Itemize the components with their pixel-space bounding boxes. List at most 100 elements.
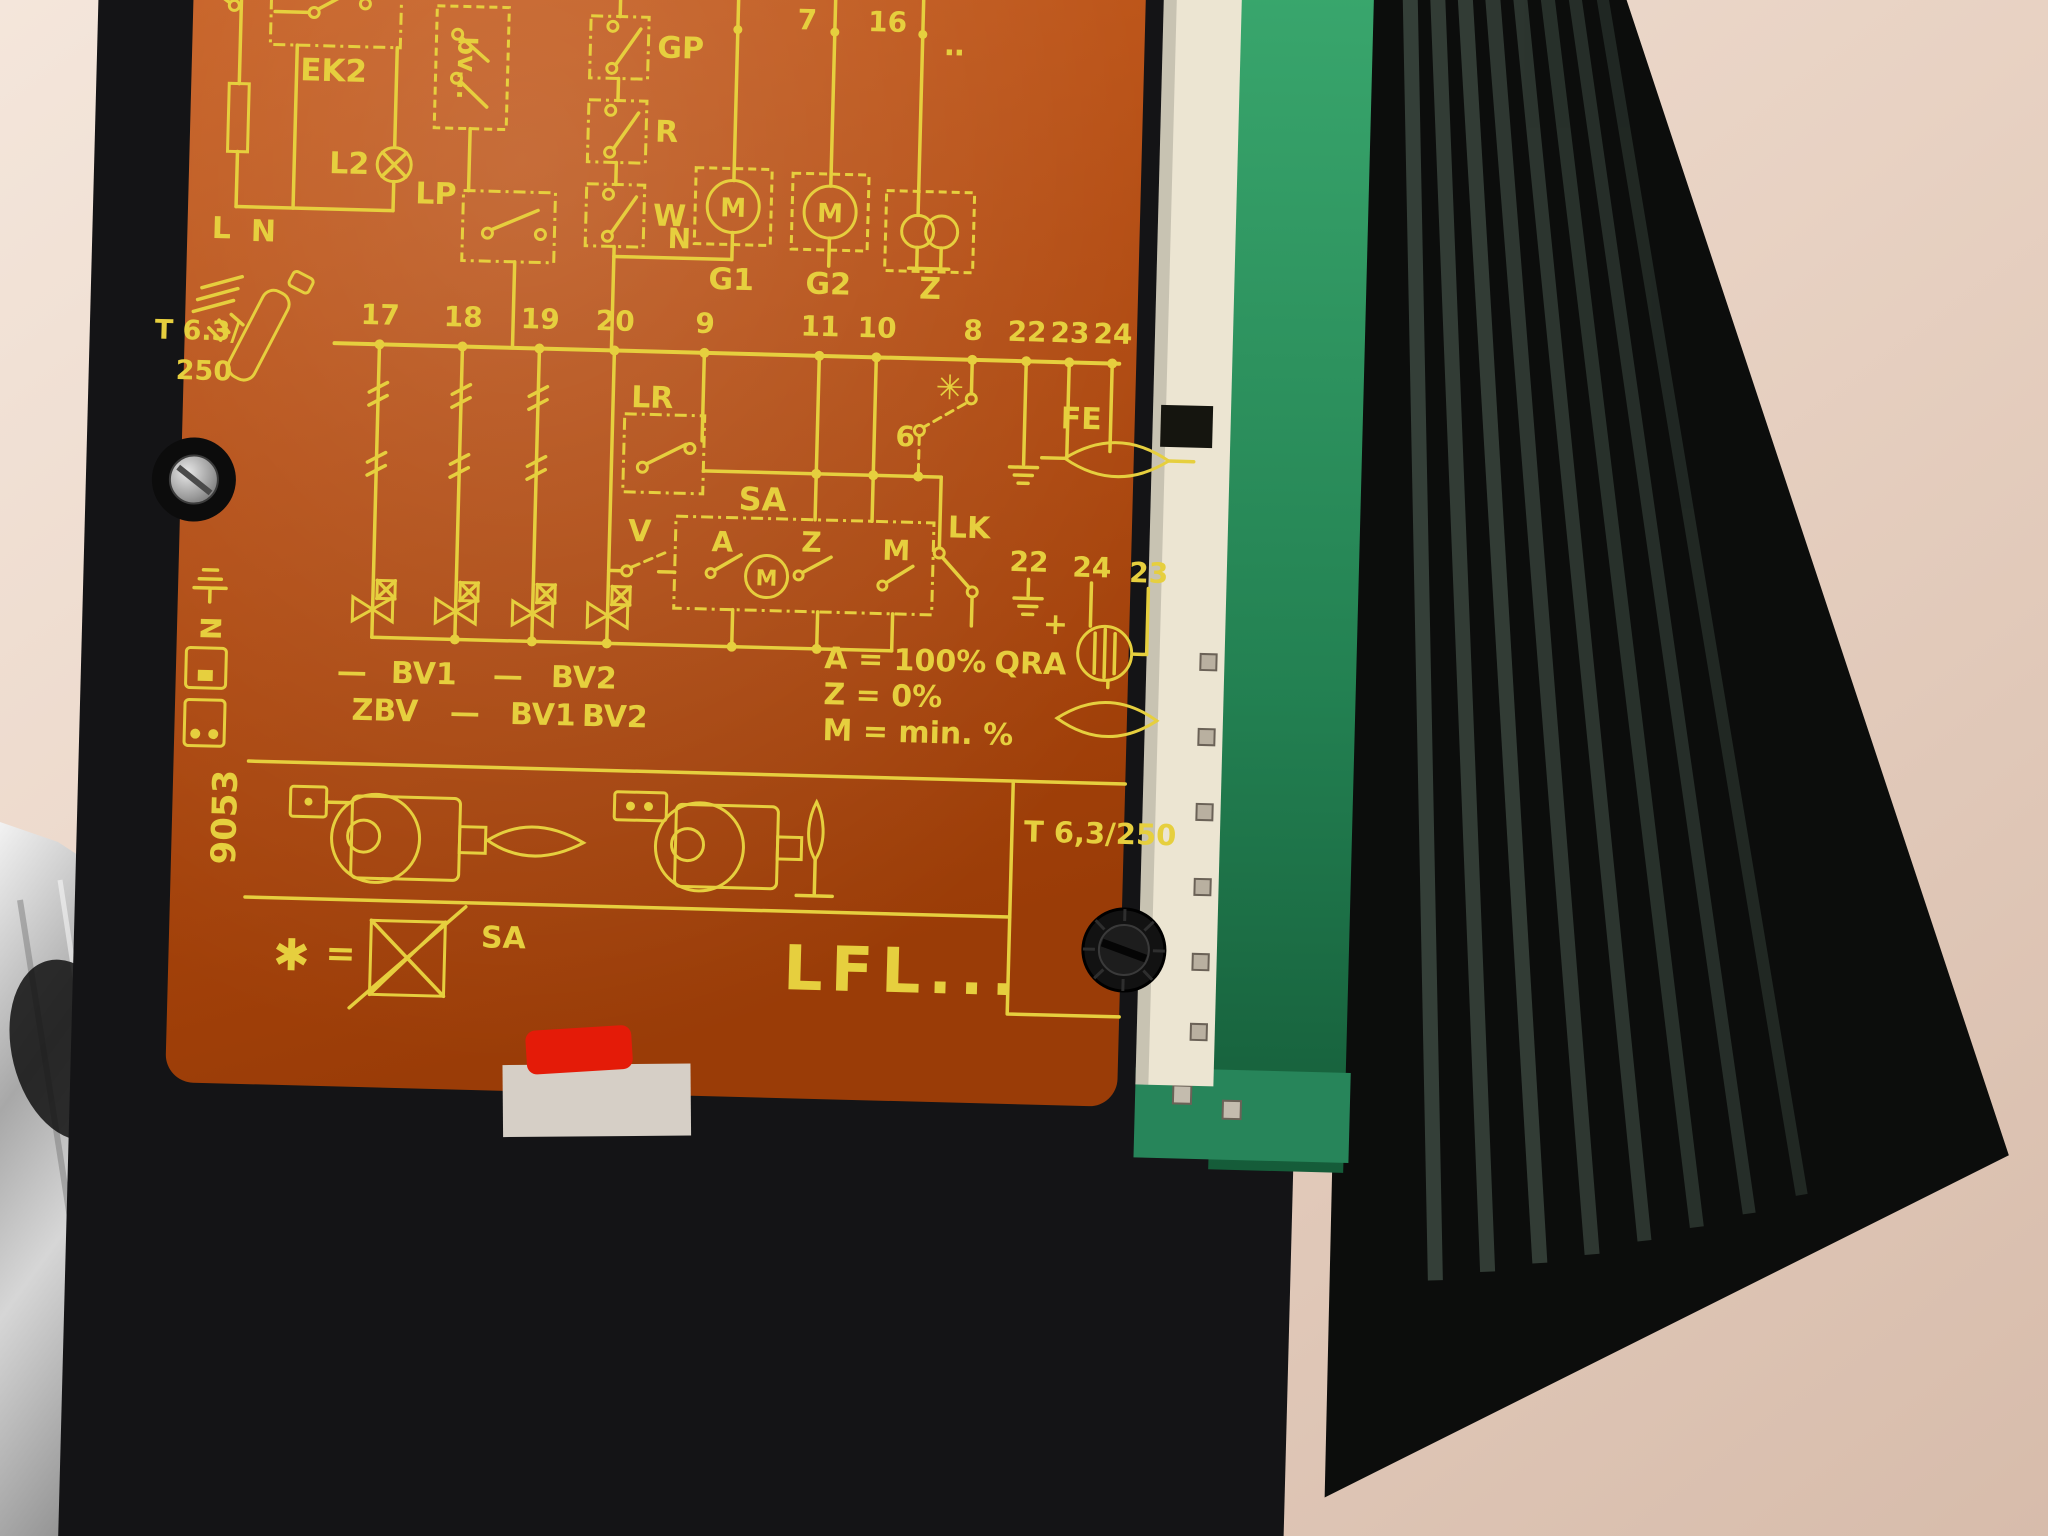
connector-strip [1135, 0, 1243, 1087]
bv-contacts-box: bv... [432, 4, 511, 193]
terminal-22: 22 [1007, 315, 1047, 349]
bv1-dash-b: — [492, 658, 523, 694]
percent-z: Z = 0% [823, 677, 943, 715]
strip-pins [1189, 652, 1218, 1042]
terminal-20: 20 [595, 304, 635, 338]
bv1-label: BV1 [391, 656, 458, 693]
knurled-screw [1081, 907, 1167, 993]
terminal-24: 24 [1093, 317, 1133, 351]
fe-flame-electrode: FE [1007, 359, 1196, 486]
legend-star: ✱ [272, 930, 310, 982]
terminal-17: 17 [360, 298, 400, 332]
bv1-dash-a: — [336, 654, 367, 690]
ek2-switch: EK2 [268, 0, 404, 210]
mains-fuse-branch: L N [211, 0, 395, 250]
star-mark: ✳ [935, 368, 965, 409]
case-notch [502, 1025, 692, 1138]
sa-label: SA [738, 480, 787, 519]
asterisk-legend: ✱ = SA [272, 905, 528, 1010]
terminal-11: 11 [800, 309, 840, 343]
w-label: W [652, 198, 686, 234]
return-bus [370, 634, 894, 654]
solder-pin [1171, 1084, 1193, 1105]
contact-6-label: 6 [895, 420, 915, 453]
v-label: V [628, 514, 653, 550]
zbv-bv1: BV1 [510, 697, 577, 734]
sa-z-label: Z [801, 525, 822, 559]
bv-label: bv... [450, 36, 482, 100]
g1-label: G1 [708, 262, 754, 298]
label-N: N [250, 214, 276, 250]
valve-feeders [365, 342, 617, 646]
lr-label: LR [631, 380, 674, 416]
jumper-markings: N [182, 568, 228, 748]
g2-motor-letter: M [817, 199, 844, 230]
sa-m-label: M [882, 534, 911, 568]
sa-actuator: SA A Z M M [672, 354, 936, 653]
fuse-note-line2: 250 [175, 355, 232, 387]
percent-m: M = min. % [822, 713, 1014, 753]
terminal-bus: 17 18 19 20 9 11 10 8 22 23 24 [332, 298, 1133, 369]
terminal-8: 8 [963, 314, 983, 347]
left-fixing-screw [151, 437, 236, 522]
terminal-7: 7 [797, 3, 817, 36]
r-label: R [655, 114, 679, 150]
red-mark [525, 1025, 633, 1075]
label-L: L [211, 211, 231, 246]
connector-fins-block [1324, 0, 2009, 1498]
z-label: Z [919, 271, 942, 307]
strip-notch [1160, 404, 1214, 449]
schematic: L N EK2 L2 [154, 0, 1196, 1019]
cutoff-symbol [208, 0, 241, 12]
qra-flame-detector: 22 24 23 + QRA [994, 545, 1169, 738]
terminal-23: 23 [1050, 316, 1090, 350]
valve-symbol [433, 580, 481, 627]
valve-symbol [510, 582, 558, 629]
sa-a-label: A [711, 525, 734, 559]
terminal-19: 19 [520, 302, 560, 336]
legend-sa: SA [481, 920, 528, 956]
l2-lamp: L2 [329, 45, 413, 213]
lp-label: LP [415, 176, 457, 212]
bv-designations: — BV1 — BV2 ZBV — BV1 BV2 [336, 654, 648, 736]
terminal-9: 9 [695, 307, 715, 340]
terminal-10: 10 [857, 311, 897, 345]
gas-burner-pictogram [612, 790, 834, 899]
control-unit-device: L N EK2 L2 [57, 0, 2009, 1536]
zbv-bv2: BV2 [581, 699, 648, 736]
lk-contact: LK [932, 475, 992, 628]
terminal-16: 16 [868, 5, 908, 39]
l2-label: L2 [329, 146, 370, 182]
n-bus-label: N [667, 222, 691, 256]
qra-t24: 24 [1072, 551, 1112, 585]
fin-slats [1402, 0, 1808, 1281]
diagram-label-sheen [165, 0, 1146, 1107]
model-name: LFL... [782, 931, 1024, 1010]
v-contact: V [606, 514, 677, 578]
qra-label: QRA [994, 646, 1067, 683]
bottom-panel-grid [243, 759, 1127, 1019]
sa-motor-letter: M [755, 566, 778, 592]
legend-equals: = [325, 933, 356, 975]
zbv-label: ZBV [351, 693, 419, 730]
solder-pin [1221, 1099, 1243, 1121]
g2-label: G2 [805, 266, 851, 302]
ek2-label: EK2 [300, 52, 368, 90]
percentage-legend: A = 100% Z = 0% M = min. % [822, 641, 1014, 753]
load-row: N M G1 7 M G2 16 ‥ Z [612, 0, 977, 307]
valve-symbol [350, 578, 398, 625]
terminal-18: 18 [443, 300, 483, 334]
type-code: 9053 [204, 769, 246, 865]
qra-plus: + [1042, 607, 1068, 643]
bv2-label: BV2 [551, 660, 618, 697]
qra-t23: 23 [1129, 556, 1169, 590]
g1-motor-letter: M [720, 193, 747, 224]
fuse-pictogram: T 6.3/ 250 [154, 269, 315, 387]
gp-r-w-chain: GP R W [583, 0, 704, 353]
fuse-rating: T 6,3/250 [1024, 814, 1177, 852]
qra-t22: 22 [1009, 545, 1049, 579]
percent-a: A = 100% [824, 641, 987, 680]
zbv-dash: — [449, 695, 480, 731]
lr-relay: LR [621, 351, 943, 496]
